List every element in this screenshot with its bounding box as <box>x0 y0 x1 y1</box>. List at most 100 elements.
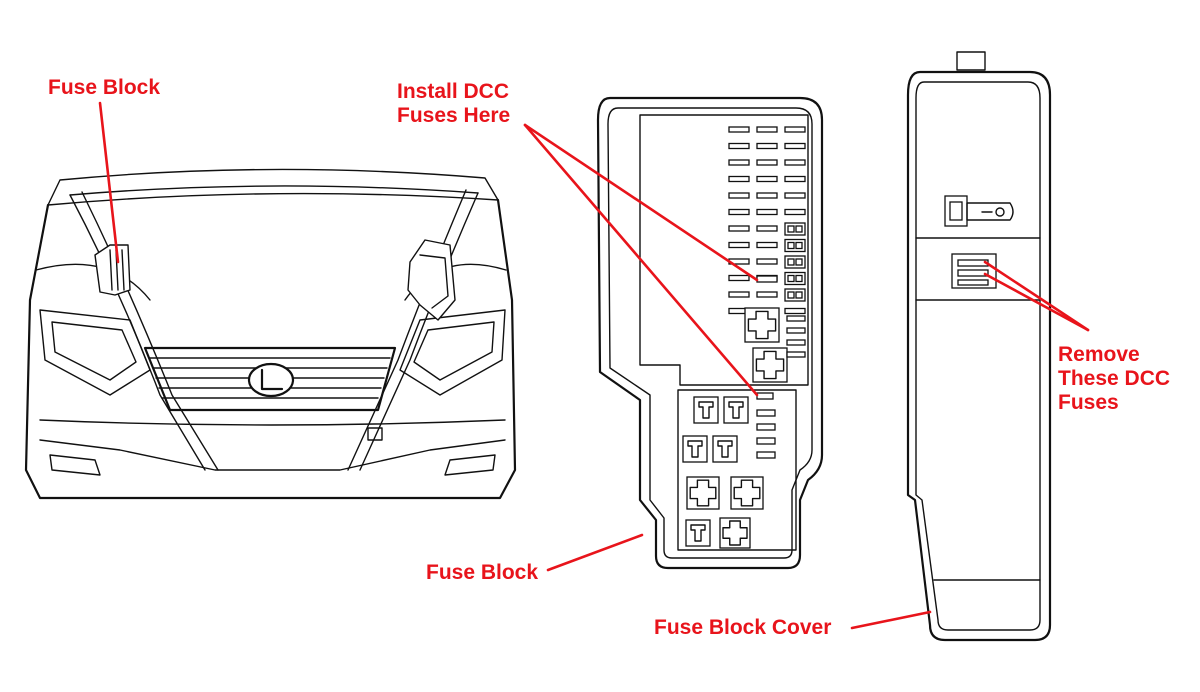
mini-fuse-slot <box>756 241 778 249</box>
leader-cover <box>850 610 932 630</box>
relay-box-2-shape <box>728 401 744 419</box>
dcc-install-slot-upper <box>756 275 778 283</box>
mini-fuse-slot <box>728 159 750 166</box>
label-remove-line1: Remove <box>1058 343 1140 366</box>
relay-box-3-frame <box>682 435 708 463</box>
relay-upper-2-cross <box>755 350 785 380</box>
mini-fuse-pin <box>795 274 803 283</box>
label-fuse-block-car: Fuse Block <box>48 76 160 100</box>
hood-strut-left-b <box>81 191 219 471</box>
upper-mini-fuse <box>786 327 806 334</box>
fog-right <box>444 454 496 476</box>
label-remove-line2: These DCC <box>1058 367 1171 390</box>
relay-upper-2-frame <box>752 347 788 383</box>
mini-fuse-slot <box>756 291 778 298</box>
car-hood-outline <box>47 168 499 206</box>
mini-fuse-slot <box>756 142 778 150</box>
car-front-drawing <box>24 168 517 500</box>
upper-mini-fuse <box>786 339 806 346</box>
label-fuse-block-cover-text: Fuse Block Cover <box>654 616 832 639</box>
mini-fuse-pin <box>795 258 803 266</box>
mini-fuse-pin <box>787 291 795 299</box>
leader-remove-2 <box>983 272 1090 332</box>
relay-box-5-shape <box>690 524 706 542</box>
car-body-outline <box>24 198 517 500</box>
mini-fuse-slot <box>784 208 806 216</box>
mini-fuse-slot <box>756 225 778 232</box>
cover-spare-fuses <box>951 253 997 289</box>
relay-box-4-frame <box>712 435 738 463</box>
mini-fuse-pin <box>787 225 795 233</box>
leader-install-2 <box>523 123 759 397</box>
mini-fuse-slot <box>728 225 750 232</box>
hood-strut-right-b <box>347 189 467 471</box>
relay-grid <box>682 307 806 549</box>
mini-fuse-slot <box>728 208 750 216</box>
mini-fuse-slot <box>756 159 778 166</box>
mini-fuse-slot <box>728 241 750 249</box>
mini-fuse-slot <box>756 192 778 199</box>
mini-fuse-slot <box>784 307 806 315</box>
label-remove-line3: Fuses <box>1058 391 1119 414</box>
lower-intake <box>39 439 506 471</box>
fuse-block-outline <box>596 96 824 570</box>
mini-fuse-slot <box>756 126 778 133</box>
label-fuse-block-cover: Fuse Block Cover <box>654 616 831 640</box>
mini-fuse-slot <box>756 258 778 265</box>
fuse-block-drawing <box>596 96 824 570</box>
upper-mini-fuse <box>786 351 806 358</box>
headlight-left <box>39 309 151 396</box>
cover-outline <box>906 70 1052 642</box>
label-fuse-block-main: Fuse Block <box>426 561 538 585</box>
mini-fuse-pin <box>795 225 803 233</box>
fuse-block-inner-outline <box>607 107 813 559</box>
grille-outline <box>143 346 397 412</box>
mini-fuse-slot <box>756 208 778 216</box>
mini-fuse-slot <box>784 142 806 150</box>
leader-remove-1 <box>983 260 1090 332</box>
cover-inner-outline <box>915 81 1041 631</box>
relay-lower-3-frame <box>719 517 751 549</box>
label-install-line1: Install DCC <box>397 80 510 103</box>
headlight-right <box>399 309 506 396</box>
hood-strut-left <box>69 194 206 471</box>
headlight-left-inner <box>51 321 137 381</box>
mini-fuse-pin <box>795 241 803 250</box>
relay-upper-1-frame <box>744 307 780 343</box>
tow-hook-cover <box>367 427 383 441</box>
lower-mini-fuse <box>756 423 776 431</box>
fog-left <box>49 454 101 476</box>
fender-left <box>35 263 151 301</box>
front-bumper <box>39 419 506 426</box>
relay-box-4-shape <box>717 440 733 458</box>
relay-lower-3-cross <box>722 520 748 546</box>
mini-fuse-pin <box>795 291 803 299</box>
fuse-panel-lower <box>677 389 797 551</box>
mini-fuse-slot <box>728 291 750 298</box>
label-fuse-block-main-text: Fuse Block <box>426 561 539 584</box>
mini-fuse-slot <box>784 126 806 133</box>
mini-fuse-slot <box>756 175 778 183</box>
car-hood-inner <box>69 185 479 196</box>
relay-box-1-frame <box>693 396 719 424</box>
mini-fuse-slot <box>728 274 750 282</box>
mini-fuse-slot <box>728 142 750 150</box>
relay-lower-1-frame <box>686 476 720 510</box>
mini-fuse-slot <box>784 159 806 166</box>
fuse-panel-upper <box>639 114 809 386</box>
relay-box-1-shape <box>698 401 714 419</box>
mini-fuse-slot <box>784 175 806 183</box>
relay-box-3-shape <box>687 440 703 458</box>
lexus-logo-l <box>260 368 284 391</box>
relay-lower-2-frame <box>730 476 764 510</box>
label-install-dcc-fuses: Install DCC Fuses Here <box>397 80 510 128</box>
relay-lower-1-cross <box>689 479 717 507</box>
leader-fuse-block-car <box>98 101 120 264</box>
mini-fuse-slot <box>728 192 750 199</box>
label-install-line2: Fuses Here <box>397 104 511 127</box>
fuse-block-cover-drawing <box>906 51 1052 642</box>
dcc-install-slot-lower <box>756 392 774 400</box>
mini-fuse-slot <box>784 192 806 199</box>
